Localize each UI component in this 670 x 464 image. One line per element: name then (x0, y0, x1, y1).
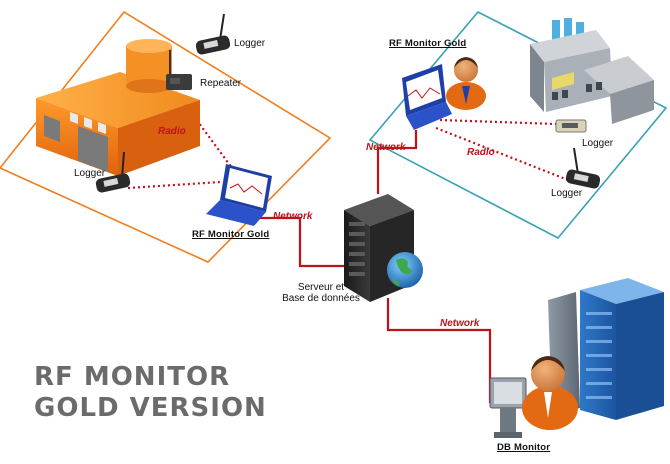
factory-left (36, 39, 200, 176)
laptop-left (206, 164, 272, 226)
logger-device-left (95, 151, 131, 193)
left-site-frame (0, 10, 332, 263)
page-title: RF MONITOR GOLD VERSION (34, 362, 267, 424)
logger-device-right (565, 147, 601, 189)
network-label-top: Network (366, 142, 406, 153)
rf-monitor-label-left: RF Monitor Gold (192, 229, 270, 240)
right-site-frame (368, 10, 668, 240)
logger-label-right-top: Logger (582, 138, 614, 149)
server-label: Serveur et Base de données (276, 282, 366, 304)
network-label-bottom: Network (440, 318, 480, 329)
server-icon (344, 194, 423, 302)
user-avatar-right (446, 57, 486, 110)
server-label-line2: Base de données (282, 293, 360, 304)
logger-label-top: Logger (234, 38, 266, 49)
factory-right (530, 18, 654, 124)
db-monitor-label: DB Monitor (497, 442, 551, 453)
logger-device-top (195, 13, 231, 55)
laptop-right (402, 64, 452, 130)
logger-label-left: Logger (74, 168, 106, 179)
logger-label-right-bottom: Logger (551, 188, 583, 199)
network-label-left: Network (273, 211, 313, 222)
repeater-device (166, 50, 192, 90)
radio-label-right: Radio (467, 147, 495, 158)
radio-label-left: Radio (158, 126, 186, 137)
db-monitor-user (489, 356, 578, 438)
server-label-line1: Serveur et (297, 282, 345, 293)
rf-monitor-label-right: RF Monitor Gold (389, 38, 467, 49)
logger-device-factory (555, 119, 587, 133)
repeater-label: Repeater (200, 78, 242, 89)
title-line2: GOLD VERSION (34, 393, 267, 423)
title-line1: RF MONITOR (34, 362, 231, 392)
